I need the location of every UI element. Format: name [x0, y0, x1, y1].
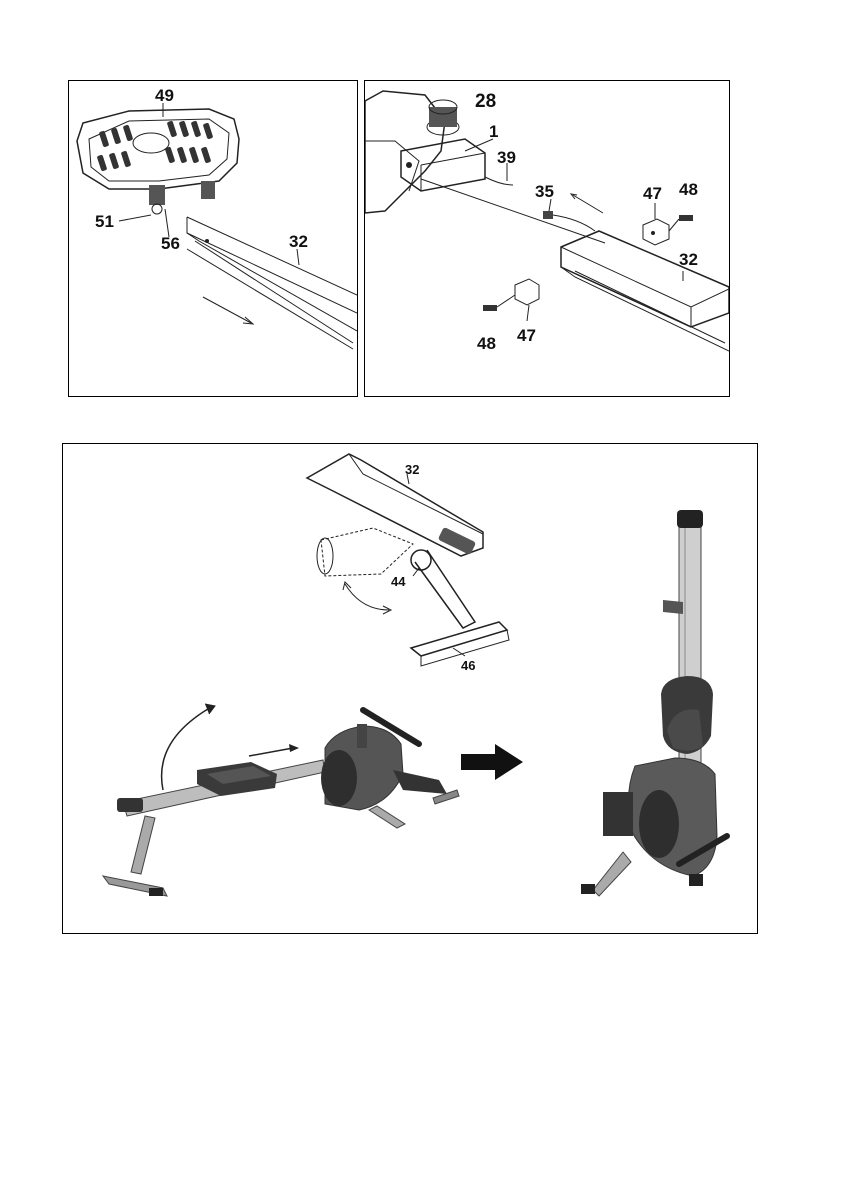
panel-folding: 32 44 46 [62, 443, 758, 934]
seat-center-pad [133, 133, 169, 153]
upright-leg-fold [663, 600, 683, 614]
tension-knob-body [429, 107, 457, 127]
callout-knob: 28 [475, 91, 496, 112]
direction-arrow-shaft [203, 297, 251, 323]
upright-foot-pad [581, 884, 595, 894]
seat-shell [77, 109, 239, 189]
detail-crossbar-end [317, 538, 333, 574]
callout-sensor: 35 [535, 182, 554, 201]
rower-flywheel-side [321, 750, 357, 806]
end-cap-right [643, 219, 669, 245]
sensor-wire [553, 215, 595, 231]
callout-bolt: 51 [95, 212, 114, 231]
rower-foot-pad [149, 888, 163, 896]
callout-wheel: 56 [161, 234, 180, 253]
upright-rear-pad [689, 874, 703, 886]
callout-hinge: 44 [391, 574, 406, 589]
callout-screw-right: 48 [679, 180, 698, 199]
seat-bracket-left [149, 185, 165, 205]
rail-connection-drawing: 28 1 39 35 47 48 32 48 47 [365, 81, 729, 396]
callout-rail: 32 [289, 232, 308, 251]
fold-arc-heads [343, 582, 391, 614]
rail-front-edge [187, 217, 357, 313]
detail-rail-cap [438, 527, 476, 555]
callout-cap-right: 47 [643, 184, 662, 203]
rower-horizontal [103, 704, 459, 896]
rail [561, 231, 729, 327]
upright-flywheel-side [639, 790, 679, 858]
rail-lower-edge [187, 233, 357, 331]
rail-edges [561, 247, 729, 327]
leader-rail [297, 249, 299, 265]
panel-seat-assembly: 49 51 56 32 [68, 80, 358, 397]
hinge-detail: 32 44 46 [307, 454, 509, 673]
fold-arc [345, 584, 389, 610]
rower-upright [581, 510, 727, 896]
rower-front-leg [131, 816, 155, 874]
seat-assembly-drawing: 49 51 56 32 [69, 81, 357, 396]
callout-cable: 39 [497, 148, 516, 167]
seat-wheel [152, 204, 162, 214]
screw-left [483, 305, 497, 311]
sensor-cable [485, 177, 513, 185]
rower-rail-cap [117, 798, 143, 812]
callout-detail-rail: 32 [405, 462, 419, 477]
leader-bolt [119, 215, 151, 221]
rower-footrest [393, 770, 447, 794]
frame-tube-hole [406, 162, 412, 168]
end-cap-right-hole [651, 231, 655, 235]
screw-right-leader [669, 219, 679, 231]
slide-arrow [249, 748, 293, 756]
rower-rear-foot [369, 806, 405, 828]
alignment-line [421, 179, 605, 243]
rail-top-edge [187, 217, 357, 295]
screw-left-leader [497, 295, 515, 307]
callout-frame: 1 [489, 122, 498, 141]
transform-arrow [461, 744, 523, 780]
callout-screw-left: 48 [477, 334, 496, 353]
rail-hole [205, 239, 209, 243]
upright-footrest [603, 792, 633, 836]
end-cap-left [515, 279, 539, 305]
rail-lower-edges [561, 267, 729, 351]
screw-right [679, 215, 693, 221]
callout-cap-left: 47 [517, 326, 536, 345]
rower-handle-post [357, 724, 367, 748]
callout-rail: 32 [679, 250, 698, 269]
folding-drawing: 32 44 46 [63, 444, 757, 933]
upright-rail-cap [677, 510, 703, 528]
upright-front-foot [593, 852, 631, 896]
detail-foot [411, 622, 507, 656]
callout-foot: 46 [461, 658, 475, 673]
callout-seat: 49 [155, 86, 174, 105]
direction-arrow-shaft [573, 195, 603, 213]
seat-bracket-right [201, 181, 215, 199]
detail-leg [415, 550, 475, 628]
slide-arrow-head [289, 744, 299, 752]
sensor-connector [543, 211, 553, 219]
rail-inner-edge [195, 241, 353, 343]
detail-crossbar [321, 528, 413, 576]
direction-arrow-head [243, 317, 253, 324]
leader-cap-left [527, 305, 529, 321]
panel-rail-connection: 28 1 39 35 47 48 32 48 47 [364, 80, 730, 397]
leader-wheel [165, 209, 169, 237]
hinge-pin [411, 550, 431, 570]
